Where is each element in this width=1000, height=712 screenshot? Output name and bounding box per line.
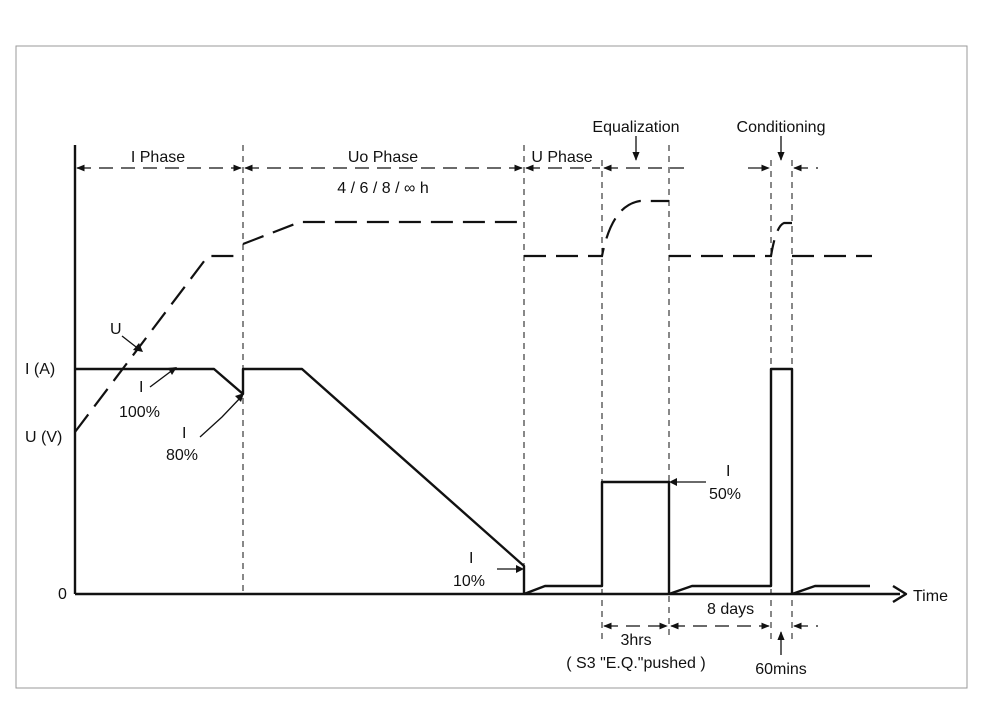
label-current-i: I — [139, 379, 143, 396]
x-axis-label: Time — [913, 588, 948, 605]
y-tick-zero: 0 — [58, 586, 67, 603]
i80-leader — [199, 395, 243, 438]
label-eq-note: ( S3 "E.Q."pushed ) — [566, 655, 705, 672]
frame-border — [15, 45, 968, 689]
label-uo-phase: Uo Phase — [348, 149, 418, 166]
current-curve — [75, 367, 870, 596]
label-current-i-10: I — [469, 550, 473, 567]
label-voltage-curve: U — [110, 321, 122, 338]
label-i-phase: I Phase — [131, 149, 185, 166]
voltage-conditioning — [669, 221, 792, 258]
duration-brackets: 8 days 3hrs ( S3 "E.Q."pushed ) 60mins — [566, 601, 818, 678]
current-conditioning — [668, 367, 794, 596]
label-current-80: 80% — [166, 447, 198, 464]
phase-labels: I Phase Uo Phase 4 / 6 / 8 / ∞ h U Phase… — [131, 119, 826, 197]
label-current-100: 100% — [119, 404, 160, 421]
y-tick-current: I (A) — [25, 361, 55, 378]
current-tail — [791, 584, 870, 596]
label-eq-time: 3hrs — [620, 632, 651, 649]
label-u-phase: U Phase — [531, 149, 592, 166]
current-main — [75, 367, 526, 594]
i100-leader-arrowhead — [168, 367, 177, 375]
voltage-curve — [74, 199, 872, 433]
y-tick-voltage: U (V) — [25, 429, 62, 446]
label-current-i-50: I — [726, 463, 730, 480]
label-cond-time: 60mins — [755, 661, 807, 678]
phase-brackets — [76, 136, 818, 172]
i100-leader — [149, 368, 175, 388]
u-leader-arrowhead — [133, 343, 143, 352]
voltage-uo-phase — [242, 220, 524, 246]
label-current-50: 50% — [709, 486, 741, 503]
axes: I (A) U (V) 0 Time — [25, 145, 948, 605]
i10-leader-arrowhead — [516, 565, 524, 573]
label-equalization: Equalization — [592, 119, 679, 136]
label-interval: 8 days — [707, 601, 754, 618]
label-conditioning: Conditioning — [737, 119, 826, 136]
label-current-i-80: I — [182, 425, 186, 442]
voltage-equalization — [524, 199, 669, 258]
label-uo-duration: 4 / 6 / 8 / ∞ h — [337, 180, 428, 197]
label-current-10: 10% — [453, 573, 485, 590]
current-equalization — [523, 480, 671, 596]
i80-leader-arrowhead — [235, 393, 244, 402]
i50-leader-arrowhead — [669, 478, 677, 486]
curve-annotations: U I 100% I 80% I 10% I 50% — [110, 321, 741, 590]
voltage-i-phase — [74, 254, 243, 433]
x-axis-arrow — [892, 584, 908, 604]
